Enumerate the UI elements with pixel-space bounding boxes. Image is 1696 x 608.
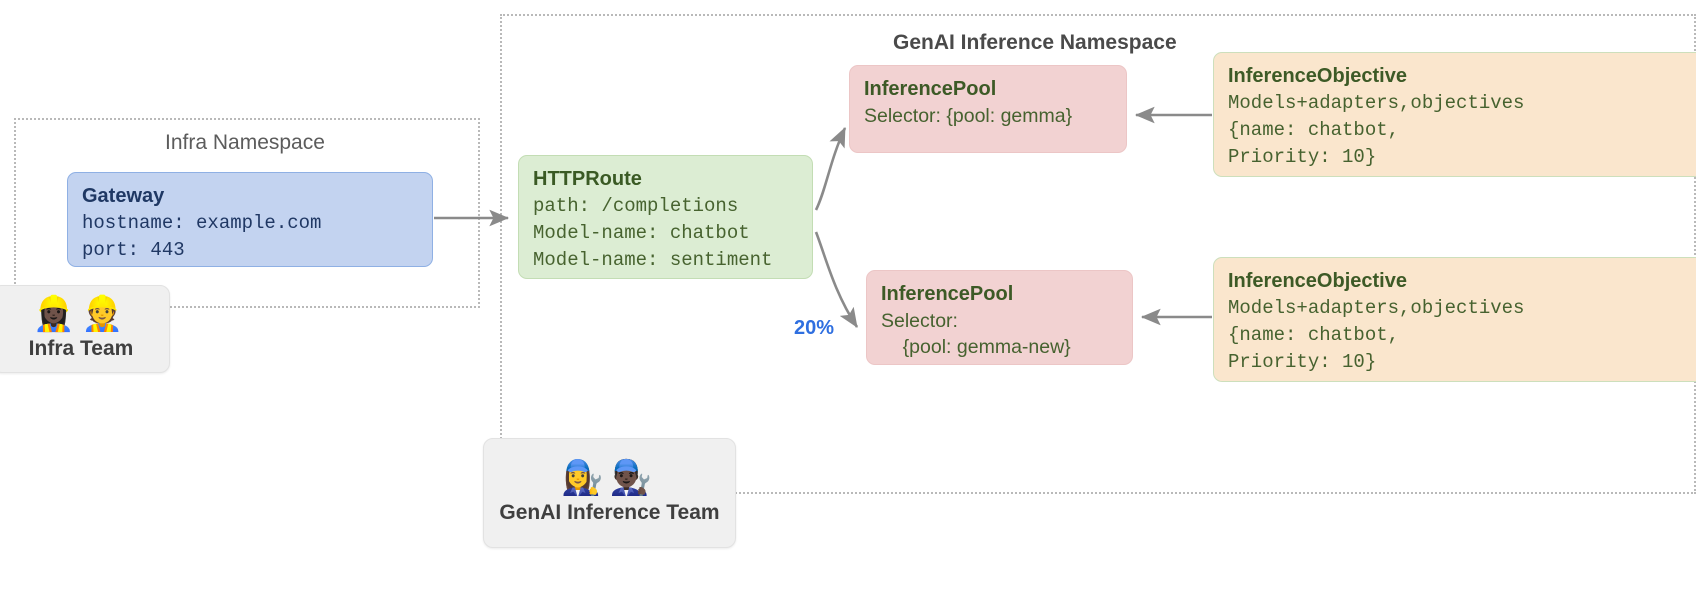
inferencepool-gemma-new-title: InferencePool: [881, 283, 1014, 305]
genai-namespace-boundary: [500, 14, 1696, 494]
inferenceobjective-bottom-title: InferenceObjective: [1228, 270, 1407, 292]
infra-team-label: Infra Team: [28, 337, 134, 360]
gateway-port: port: 443: [82, 238, 185, 261]
genai-inference-team-chip[interactable]: 👩‍🔧👨🏿‍🔧 GenAI Inference Team: [483, 438, 736, 548]
inferenceobjective-card-top[interactable]: InferenceObjective Models+adapters,objec…: [1213, 52, 1696, 177]
inferenceobjective-bottom-models: Models+adapters,objectives: [1228, 297, 1525, 319]
inferencepool-gemma-new-selector: Selector:: [881, 310, 958, 332]
gateway-card[interactable]: Gateway hostname: example.com port: 443: [67, 172, 433, 267]
inferencepool-card-gemma-new[interactable]: InferencePool Selector: {pool: gemma-new…: [866, 270, 1133, 365]
infra-namespace-title: Infra Namespace: [165, 131, 325, 154]
genai-team-emoji-icon: 👩‍🔧👨🏿‍🔧: [561, 459, 658, 497]
infra-team-emoji-icon: 👷🏿‍♀️👷: [32, 295, 130, 333]
infra-namespace-boundary: [14, 118, 480, 308]
genai-namespace-title: GenAI Inference Namespace: [893, 31, 1177, 54]
httproute-model-name-chatbot: Model-name: chatbot: [533, 221, 750, 244]
gateway-hostname: hostname: example.com: [82, 212, 322, 234]
inferencepool-card-gemma[interactable]: InferencePool Selector: {pool: gemma}: [849, 65, 1127, 153]
inferencepool-gemma-new-selector-value: {pool: gemma-new}: [881, 336, 1071, 359]
infra-team-chip[interactable]: 👷🏿‍♀️👷 Infra Team: [0, 285, 170, 373]
inferenceobjective-top-title: InferenceObjective: [1228, 65, 1407, 87]
inferencepool-gemma-selector: Selector: {pool: gemma}: [864, 105, 1073, 127]
inferencepool-gemma-title: InferencePool: [864, 78, 997, 100]
httproute-card[interactable]: HTTPRoute path: /completions Model-name:…: [518, 155, 813, 279]
gateway-title: Gateway: [82, 185, 165, 207]
httproute-model-name-sentiment: Model-name: sentiment: [533, 248, 773, 271]
httproute-title: HTTPRoute: [533, 168, 642, 190]
traffic-split-percent: 20%: [794, 317, 835, 339]
genai-team-label: GenAI Inference Team: [499, 501, 720, 524]
inferenceobjective-card-bottom[interactable]: InferenceObjective Models+adapters,objec…: [1213, 257, 1696, 382]
inferenceobjective-bottom-priority: Priority: 10}: [1228, 350, 1377, 373]
inferenceobjective-top-name: {name: chatbot,: [1228, 118, 1400, 141]
inferenceobjective-top-models: Models+adapters,objectives: [1228, 92, 1525, 114]
httproute-path: path: /completions: [533, 195, 739, 217]
inferenceobjective-bottom-name: {name: chatbot,: [1228, 323, 1400, 346]
inferenceobjective-top-priority: Priority: 10}: [1228, 145, 1377, 168]
